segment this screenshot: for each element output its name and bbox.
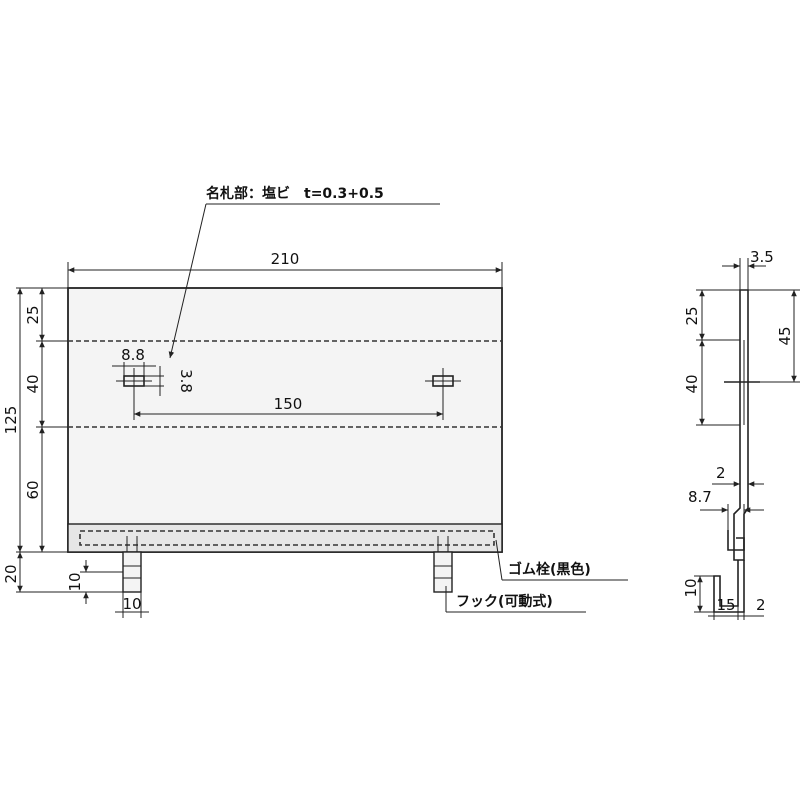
dimension-overall-width-value: 210	[271, 250, 300, 268]
side-dimension-offset: 8.7	[688, 488, 764, 530]
side-dimension-hole-height: 45	[748, 289, 800, 383]
side-dimension-hook-thickness-value: 2	[756, 596, 766, 614]
bottom-rail-slot	[79, 530, 495, 546]
side-dimension-hook-depth-value: 15	[716, 596, 735, 614]
mounting-hole-right	[425, 368, 461, 396]
side-dimension-gap: 2	[712, 464, 764, 490]
dimension-overall-width: 210	[67, 250, 503, 288]
side-dimension-hook-height-value: 10	[682, 578, 700, 597]
side-dimension-hole-height-value: 45	[776, 326, 794, 345]
dimension-hook-tip-height-value: 10	[66, 572, 84, 591]
callout-hook: フック(可動式)	[445, 586, 586, 613]
callout-name-plate-text: 名札部：塩ビ t=0.3+0.5	[206, 185, 384, 202]
dimension-hook-tip-height: 10	[66, 560, 123, 604]
side-dimension-hook-height: 10	[682, 575, 714, 613]
side-rail-clip	[727, 530, 745, 551]
dimension-hole-spacing: 150	[133, 395, 444, 420]
dimension-hole-width-value: 8.8	[121, 346, 145, 364]
dimension-top-band-value: 25	[24, 305, 42, 324]
dimension-total-height-value: 125	[2, 406, 20, 435]
side-dimension-top-thickness: 3.5	[722, 248, 774, 290]
panel-outline	[67, 287, 503, 553]
dimension-chain-left: 25 40 60 125 20	[2, 287, 123, 593]
side-dimension-gap-value: 2	[716, 464, 726, 482]
dimension-hole-height-value: 3.8	[177, 369, 195, 393]
side-dimension-hook-base: 15 2	[708, 596, 766, 620]
front-view: 名札部：塩ビ t=0.3+0.5 ゴム栓(黒色) フック(可動式) 210 15…	[2, 185, 628, 618]
dimension-lower-band-value: 60	[24, 480, 42, 499]
side-view: 3.5 25 40 45 2	[682, 248, 800, 620]
callout-hook-text: フック(可動式)	[456, 593, 553, 610]
mounting-hole-left	[116, 368, 152, 396]
side-dimension-offset-value: 8.7	[688, 488, 712, 506]
hook-left	[122, 536, 142, 593]
hook-right	[433, 536, 453, 593]
bottom-rail	[67, 523, 503, 553]
dimension-middle-band-value: 40	[24, 374, 42, 393]
side-dimension-upper-section-value: 25	[683, 306, 701, 325]
dimension-hole-width: 8.8	[112, 346, 156, 376]
dimension-hole-spacing-value: 150	[274, 395, 303, 413]
dimension-hook-height-left-value: 20	[2, 564, 20, 583]
side-dimension-middle-section-value: 40	[683, 374, 701, 393]
side-hook-profile	[713, 560, 745, 613]
dimension-hook-width: 10	[115, 592, 149, 618]
dimension-hole-height: 3.8	[144, 366, 195, 396]
callout-rubber-stopper: ゴム栓(黒色)	[495, 539, 628, 581]
side-dimension-chain-left: 25 40	[683, 289, 740, 426]
callout-rubber-stopper-text: ゴム栓(黒色)	[508, 561, 591, 578]
side-dimension-top-thickness-value: 3.5	[750, 248, 774, 266]
dimension-hook-width-value: 10	[122, 595, 141, 613]
callout-name-plate: 名札部：塩ビ t=0.3+0.5	[168, 185, 440, 359]
